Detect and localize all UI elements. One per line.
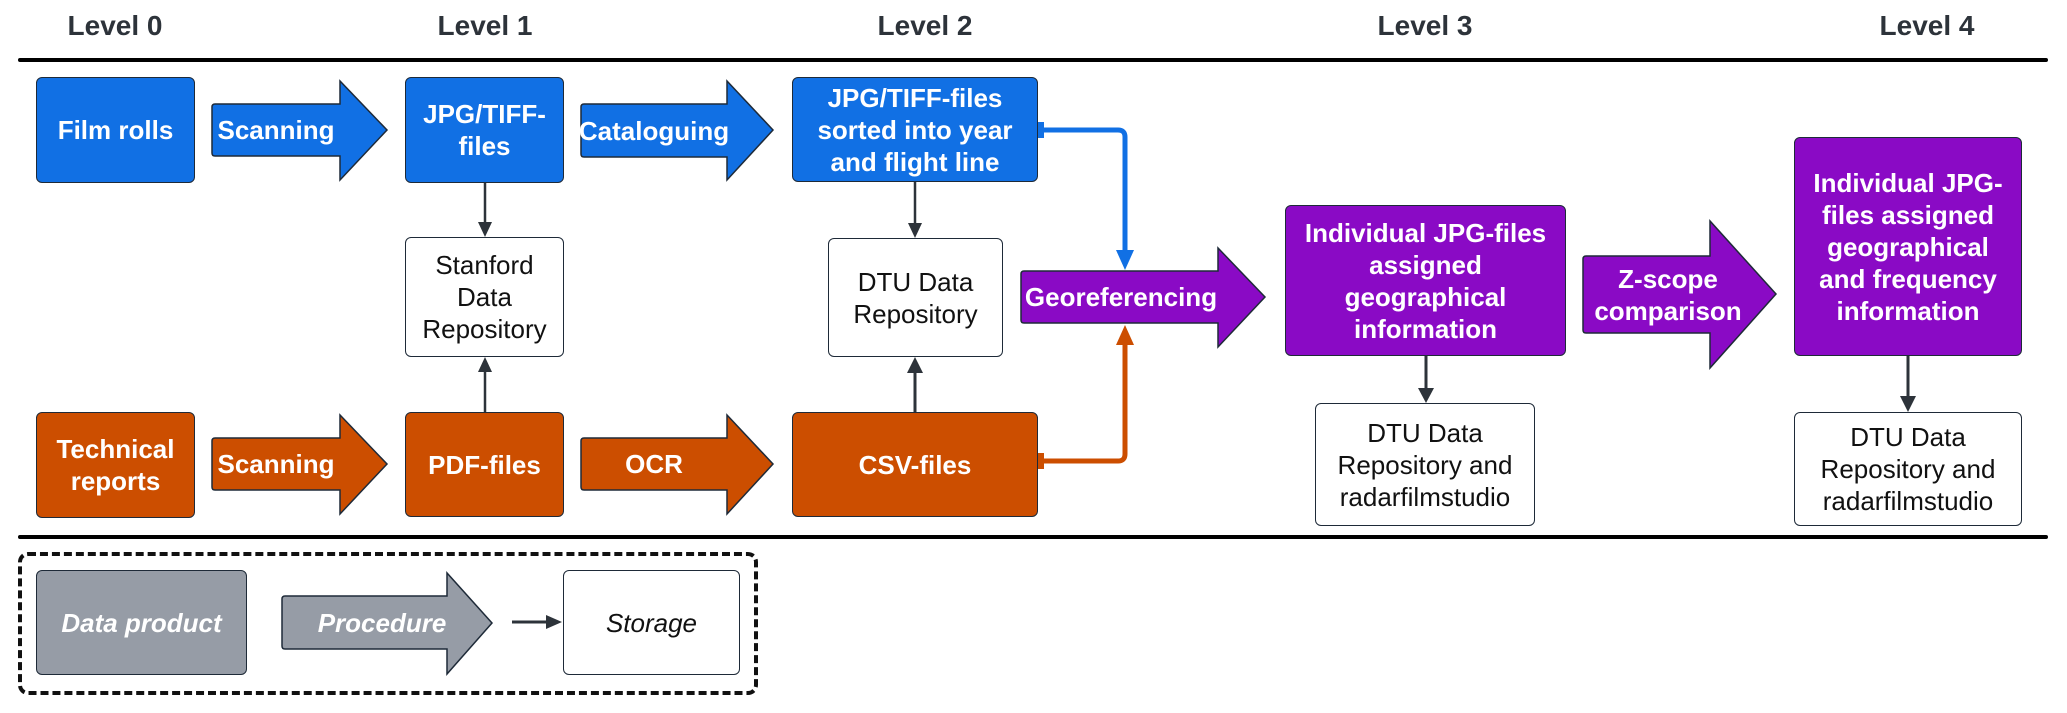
scanning-label: Scanning [217, 449, 335, 479]
legend-storage: Storage [563, 570, 740, 675]
arrow-l3-to-storage [1418, 356, 1434, 403]
film-rolls-box: Film rolls [36, 77, 195, 183]
level4-storage-box: DTU Data Repository and radarfilmstudio [1794, 412, 2022, 526]
csv-files-box: CSV-files [792, 412, 1038, 517]
ocr-arrow: OCR [580, 413, 775, 516]
level-1-label: Level 1 [437, 10, 533, 41]
georeferencing-arrow: Georeferencing [1020, 246, 1267, 349]
arrow-l4-to-storage [1900, 356, 1916, 412]
zscope-comparison-arrow: Z-scope comparison [1582, 219, 1778, 370]
georeferencing-label: Georeferencing [1024, 282, 1218, 312]
sorted-files-box: JPG/TIFF-files sorted into year and flig… [792, 77, 1038, 182]
cataloguing-arrow: Cataloguing [578, 79, 775, 182]
level4-product-box: Individual JPG-files assigned geographic… [1794, 137, 2022, 356]
legend [18, 552, 758, 695]
header-divider [18, 58, 2048, 62]
scanning-label: Scanning [217, 115, 335, 145]
scanning-arrow-reports: Scanning [211, 413, 389, 516]
arrow-jpg-to-stanford [478, 183, 492, 237]
jpg-tiff-files-box: JPG/TIFF- files [405, 77, 564, 183]
arrow-csv-to-dtu [907, 357, 923, 412]
level-3-label: Level 3 [1377, 10, 1473, 41]
pdf-files-box: PDF-files [405, 412, 564, 517]
level3-product-box: Individual JPG-files assigned geographic… [1285, 205, 1566, 356]
level3-storage-box: DTU Data Repository and radarfilmstudio [1315, 403, 1535, 526]
zscope-label: Z-scope comparison [1594, 263, 1742, 326]
arrow-sorted-to-dtu [908, 182, 922, 238]
cataloguing-label: Cataloguing [578, 115, 730, 146]
legend-data-product: Data product [36, 570, 247, 675]
legend-procedure: Procedure [281, 571, 494, 676]
level-0-label: Level 0 [67, 10, 163, 41]
technical-reports-box: Technical reports [36, 412, 195, 518]
level-2-label: Level 2 [877, 10, 973, 41]
footer-divider [18, 535, 2048, 539]
level-4-label: Level 4 [1879, 10, 1975, 41]
ocr-label: OCR [625, 449, 683, 479]
procedure-label: Procedure [317, 607, 447, 638]
scanning-arrow-images: Scanning [211, 79, 389, 182]
arrow-pdf-to-stanford [478, 357, 492, 412]
dtu-repository-box: DTU Data Repository [828, 238, 1003, 357]
stanford-repository-box: Stanford Data Repository [405, 237, 564, 357]
